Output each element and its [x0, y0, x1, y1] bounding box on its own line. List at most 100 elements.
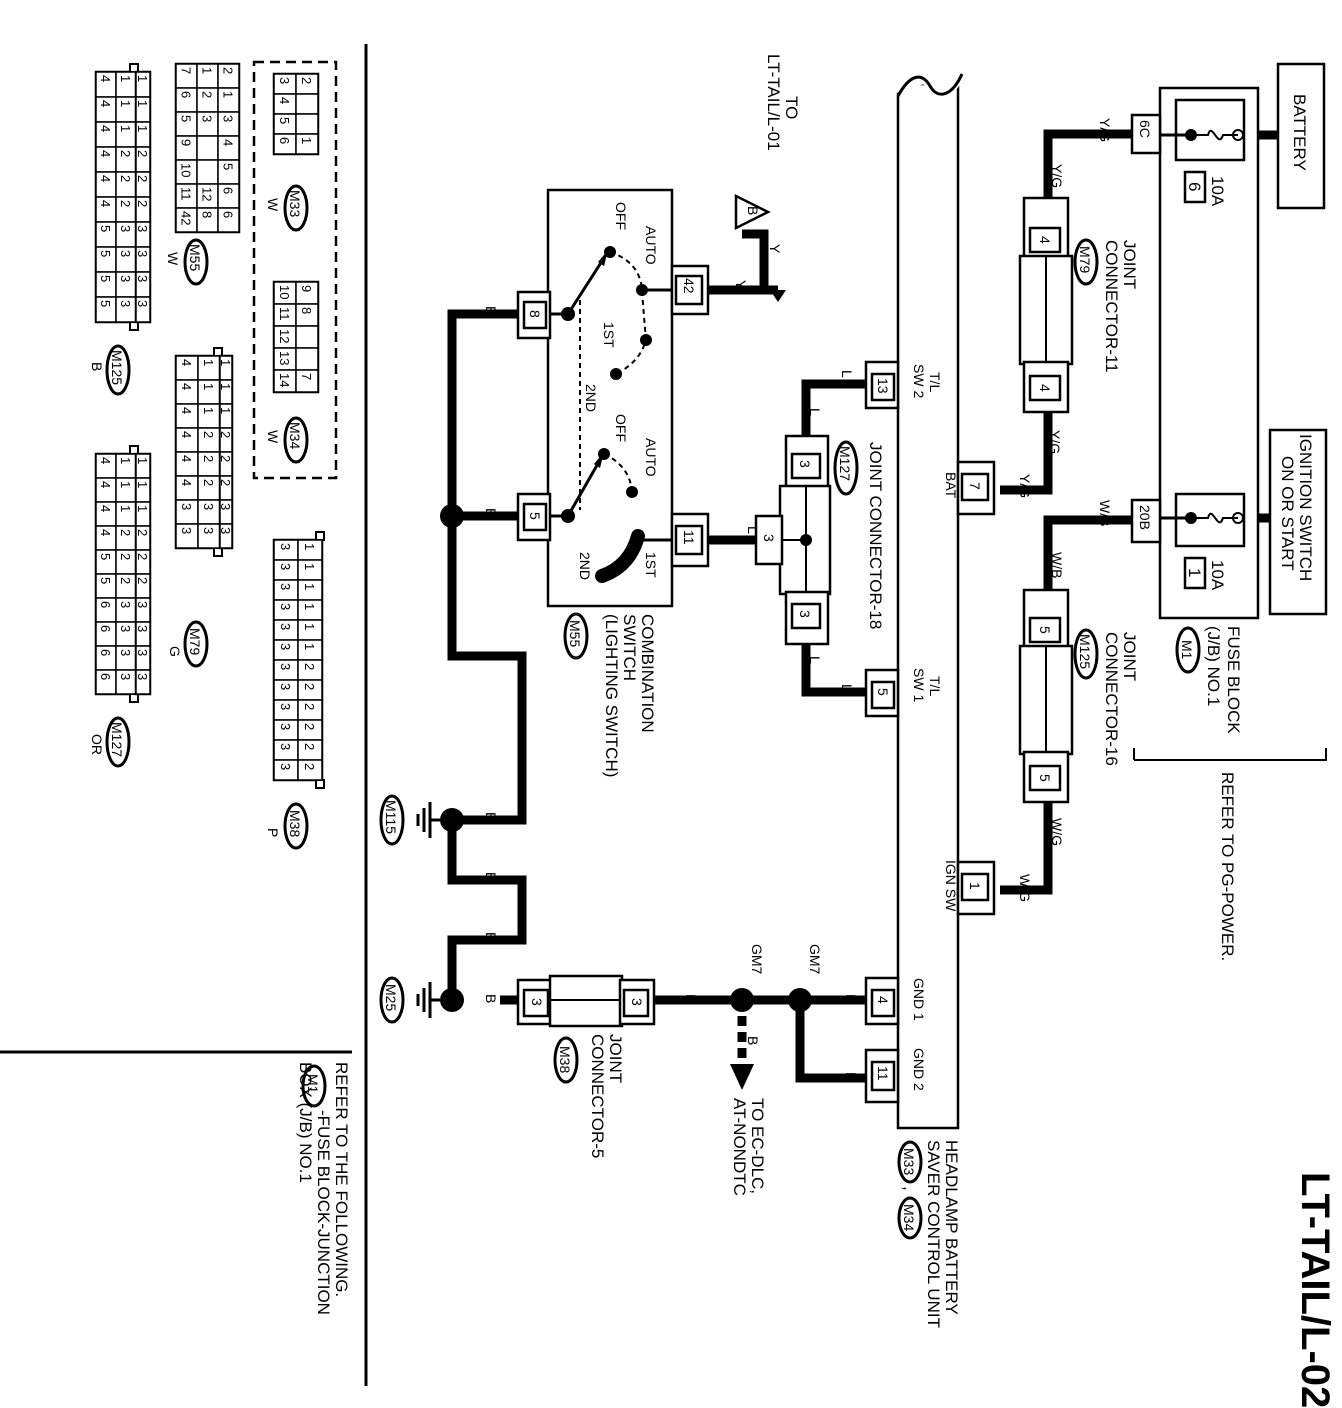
- cv-m79: M79: [187, 628, 203, 655]
- cavity-number: 3: [278, 743, 293, 750]
- cavity-number: 2: [218, 455, 233, 462]
- cavity-number: 9: [179, 139, 194, 146]
- cavity-number: 3: [278, 583, 293, 590]
- wire-y-path: Y Y: [708, 229, 786, 302]
- cavity-number: 4: [179, 431, 194, 438]
- svg-text:T/L: T/L: [927, 372, 943, 392]
- cavity-number: 5: [98, 250, 113, 257]
- svg-text:B: B: [89, 362, 105, 371]
- svg-text:W/G: W/G: [1017, 874, 1033, 902]
- cavity-number: 7: [179, 67, 194, 74]
- cavity-number: 2: [218, 431, 233, 438]
- battery-box: BATTERY: [1276, 62, 1326, 210]
- ignition-label-1: IGNITION SWITCH: [1296, 434, 1315, 581]
- cavity-number: 2: [302, 663, 317, 670]
- cavity-number: 1: [218, 407, 233, 414]
- battery-label: BATTERY: [1290, 94, 1309, 171]
- svg-text:OFF: OFF: [613, 414, 629, 442]
- fuse-block-label: FUSE BLOCK (J/B) NO.1 M1: [1175, 626, 1243, 734]
- cavity-number: 2: [135, 200, 150, 207]
- cavity-number: 3: [118, 625, 133, 632]
- svg-text:Y/G: Y/G: [1049, 164, 1065, 188]
- refer-bracket: [1133, 748, 1327, 761]
- wire-l-path: L L L L L: [700, 370, 866, 697]
- fuse-b-terminal: 20B: [1137, 505, 1153, 530]
- cavity-number: 3: [118, 673, 133, 680]
- svg-text:SAVER CONTROL UNIT: SAVER CONTROL UNIT: [924, 1140, 943, 1328]
- svg-text:B: B: [843, 994, 859, 1003]
- cavity-number: 2: [118, 200, 133, 207]
- pin-tl-sw1: T/L SW 1 5: [864, 668, 943, 718]
- svg-text:42: 42: [681, 278, 697, 294]
- cavity-number: 4: [179, 455, 194, 462]
- svg-text:5: 5: [1037, 774, 1053, 782]
- svg-text:Y/G: Y/G: [1097, 118, 1113, 142]
- wire-yg-path: Y/G Y/G Y/G Y/G: [1000, 118, 1132, 498]
- cavity-number: 2: [135, 175, 150, 182]
- cavity-number: 2: [302, 743, 317, 750]
- ground-m115-label: M115: [383, 800, 399, 834]
- svg-text:BAT: BAT: [943, 472, 959, 499]
- cavity-number: 1: [118, 125, 133, 132]
- svg-text:LT-TAIL/L-01: LT-TAIL/L-01: [764, 54, 783, 151]
- cavity-number: 1: [201, 407, 216, 414]
- cavity-number: 2: [118, 175, 133, 182]
- svg-text:5: 5: [1037, 626, 1053, 634]
- jc5-conn: M38: [557, 1046, 573, 1073]
- svg-text:W: W: [265, 430, 281, 444]
- cavity-number: 3: [278, 563, 293, 570]
- headlamp-battery-saver-unit: HEADLAMP BATTERY SAVER CONTROL UNIT M33 …: [891, 69, 965, 1328]
- svg-text:,: ,: [900, 1186, 919, 1191]
- fuse-a-num: 6: [1185, 182, 1204, 191]
- cavity-number: 4: [277, 97, 292, 104]
- cavity-number: 3: [118, 275, 133, 282]
- cavity-number: 3: [135, 649, 150, 656]
- cavity-number: 1: [302, 643, 317, 650]
- cavity-number: 6: [221, 211, 236, 218]
- svg-text:L: L: [745, 526, 761, 534]
- cavity-number: 3: [278, 603, 293, 610]
- cavity-number: 12: [200, 187, 215, 201]
- joint-connector-11: 4 4 M79 JOINT CONNECTOR-11: [1018, 196, 1139, 414]
- cavity-number: 14: [277, 373, 292, 387]
- svg-text:L: L: [839, 684, 855, 692]
- fuse-a-amp: 10A: [1208, 176, 1227, 207]
- cavity-number: 1: [218, 383, 233, 390]
- cavity-number: 13: [277, 351, 292, 365]
- svg-text:B: B: [745, 206, 761, 215]
- svg-text:BOX (J/B) NO.1: BOX (J/B) NO.1: [296, 1062, 315, 1183]
- cavity-number: 4: [179, 383, 194, 390]
- combination-switch: AUTO OFF 1ST 2ND AUTO OFF 1ST 2ND 8 5: [516, 188, 710, 777]
- cavity-number: 2: [118, 529, 133, 536]
- cavity-number: 2: [302, 703, 317, 710]
- cavity-number: 3: [201, 527, 216, 534]
- pin-bat: BAT 7: [943, 460, 996, 516]
- jc11-conn: M79: [1077, 246, 1093, 273]
- cavity-number: 8: [200, 211, 215, 218]
- cavity-number: 9: [299, 285, 314, 292]
- svg-text:GND 1: GND 1: [911, 978, 927, 1021]
- cavity-number: 12: [277, 329, 292, 343]
- cv-m33: M33: [287, 190, 303, 217]
- svg-text:AUTO: AUTO: [643, 438, 659, 477]
- cavity-number: 3: [278, 723, 293, 730]
- cavity-number: 3: [218, 527, 233, 534]
- cavity-number: 1: [299, 137, 314, 144]
- wire-b-ground: B B B B B B: [440, 306, 527, 1012]
- svg-text:B: B: [483, 812, 499, 821]
- cavity-number: 2: [135, 553, 150, 560]
- svg-text:W/B: W/B: [1097, 500, 1113, 526]
- cavity-number: 4: [221, 139, 236, 146]
- cavity-number: 3: [118, 649, 133, 656]
- cavity-number: 1: [118, 505, 133, 512]
- joint-connector-16: 5 5 M125 JOINT CONNECTOR-16: [1018, 588, 1139, 804]
- svg-text:B: B: [483, 994, 499, 1003]
- jc18-conn: M127: [837, 446, 853, 481]
- cavity-number: 1: [302, 563, 317, 570]
- svg-text:SW 2: SW 2: [911, 364, 927, 398]
